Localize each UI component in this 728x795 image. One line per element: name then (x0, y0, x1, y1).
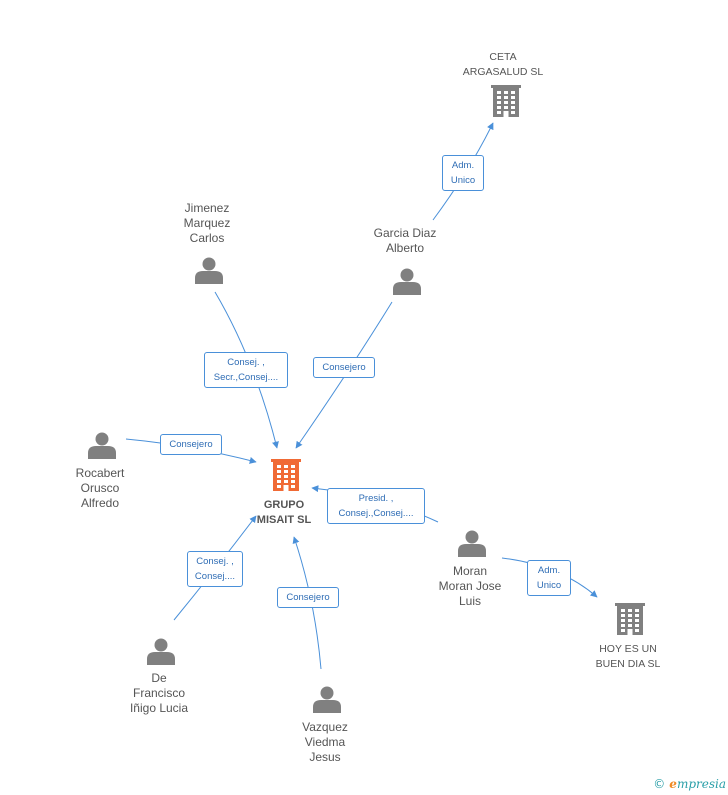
node-label-line: HOY ES UN (599, 643, 657, 655)
node-label-line: BUEN DIA SL (595, 658, 661, 670)
person-icon-moran[interactable] (458, 530, 486, 558)
node-label-line: Iñigo Lucia (129, 701, 189, 715)
node-label-line: Alfredo (80, 496, 120, 510)
person-icon-defrancisco[interactable] (147, 638, 175, 666)
edge-label-line: Consejero (286, 592, 330, 603)
node-label-line: GRUPO (263, 499, 305, 511)
node-label-line: Alberto (385, 241, 425, 255)
node-label-line: MISAIT SL (256, 514, 312, 526)
edge-label-line: Consejero (169, 439, 213, 450)
node-label-line: Vazquez (302, 720, 348, 734)
node-label-line: Luis (458, 594, 482, 608)
edge-label-vazquez-to-center[interactable]: Consejero (277, 587, 339, 608)
node-label-line: Viedma (304, 735, 346, 749)
edge-label-line: Presid. , (358, 493, 394, 504)
edge-label-moran-to-hoy[interactable]: Adm. Unico (527, 560, 571, 596)
nodes-layer (88, 85, 645, 713)
edge-label-moran-to-center[interactable]: Presid. , Consej.,Consej.... (327, 488, 425, 524)
edge-label-line: Unico (536, 580, 562, 591)
node-label-line: Jesus (309, 750, 341, 764)
node-label-line: Garcia Diaz (373, 226, 437, 240)
brand-name: mpresia (676, 777, 726, 791)
building-icon-hoy[interactable] (615, 603, 645, 635)
person-icon-vazquez[interactable] (313, 686, 341, 714)
edge-label-line: Consej. , (196, 556, 234, 567)
node-label-line: Francisco (132, 686, 186, 700)
copyright-icon: © (653, 777, 666, 791)
node-label-line: De (151, 671, 167, 685)
edge-label-garcia-to-center[interactable]: Consejero (313, 357, 375, 378)
edge-label-rocabert-to-center[interactable]: Consejero (160, 434, 222, 455)
empresia-brand: ©empresia (653, 777, 726, 791)
node-label-line: Marquez (183, 216, 231, 230)
edge-label-defrancisco-to-center[interactable]: Consej. , Consej.... (187, 551, 243, 587)
node-label-center[interactable]: GRUPO MISAIT SL (257, 498, 311, 528)
edge-label-line: Consej. , (227, 357, 265, 368)
edge-label-line: Unico (450, 175, 476, 186)
edge-label-garcia-to-ceta[interactable]: Adm. Unico (442, 155, 484, 191)
edge-label-line: Consej.,Consej.... (338, 508, 414, 519)
building-icon-center[interactable] (271, 459, 301, 491)
person-icon-rocabert[interactable] (88, 432, 116, 460)
node-label-hoy[interactable]: HOY ES UN BUEN DIA SL (596, 642, 661, 672)
edge-label-jimenez-to-center[interactable]: Consej. , Secr.,Consej.... (204, 352, 288, 388)
node-label-line: CETA (489, 51, 517, 63)
node-label-line: Orusco (80, 481, 120, 495)
edge-label-line: Consejero (322, 362, 366, 373)
node-label-line: Rocabert (75, 466, 125, 480)
edge-label-line: Consej.... (194, 571, 236, 582)
node-label-line: Jimenez (184, 201, 230, 215)
node-label-line: Moran (452, 564, 488, 578)
node-label-line: Moran Jose (438, 579, 502, 593)
node-label-line: ARGASALUD SL (462, 66, 544, 78)
person-icon-jimenez[interactable] (195, 257, 223, 285)
brand-initial: e (669, 777, 677, 791)
node-label-line: Carlos (189, 231, 225, 245)
edge-label-line: Adm. (537, 565, 561, 576)
edge-label-line: Secr.,Consej.... (213, 372, 279, 383)
person-icon-garcia[interactable] (393, 268, 421, 296)
building-icon-ceta[interactable] (491, 85, 521, 117)
edge-label-line: Adm. (451, 160, 475, 171)
node-label-ceta[interactable]: CETA ARGASALUD SL (463, 50, 544, 80)
